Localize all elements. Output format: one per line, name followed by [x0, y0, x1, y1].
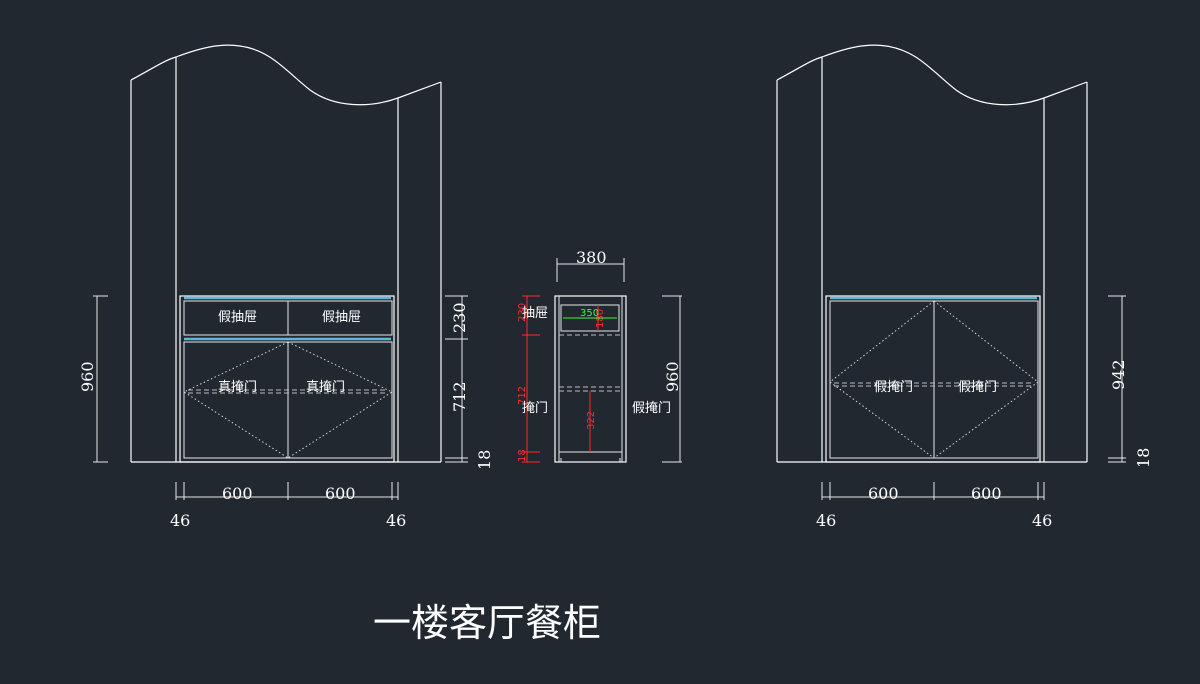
side-right-label: 假掩门: [632, 401, 671, 416]
right-height-dim: 942: [1109, 359, 1128, 390]
left-door-label-1: 真掩门: [218, 380, 257, 395]
right-width-dim-1: 600: [868, 484, 899, 503]
side-height-dim: 960: [663, 361, 682, 392]
drawing-title: 一楼客厅餐柜: [373, 601, 601, 645]
side-height-dim-line: [662, 295, 682, 463]
right-side-dim-left: 46: [816, 511, 836, 530]
left-side-dim-left: 46: [170, 511, 190, 530]
side-red-dim-4: 18: [517, 449, 528, 462]
right-cabinet-box: [825, 295, 1041, 463]
right-elevation-wave-top: [776, 44, 1088, 106]
left-door-1-swing: [182, 341, 289, 459]
left-door-label-2: 真掩门: [306, 380, 345, 395]
left-drawer-2: [287, 300, 393, 336]
side-cabinet-outline: [554, 295, 627, 463]
left-width-dim-1: 600: [222, 484, 253, 503]
right-door-label-2: 假掩门: [958, 380, 997, 395]
left-drawer-label-1: 假抽屉: [218, 310, 257, 325]
side-drawer: [560, 304, 620, 332]
right-height-dim-line: [1108, 295, 1126, 463]
left-elevation-wave-top: [130, 44, 442, 106]
left-drawer-label-2: 假抽屉: [322, 310, 361, 325]
left-base-height-dim: 18: [475, 450, 494, 470]
right-door-label-1: 假掩门: [874, 380, 913, 395]
right-side-dim-right: 46: [1032, 511, 1052, 530]
side-inner-width-dim: 350: [580, 308, 599, 319]
left-right-dim-lines: [445, 295, 468, 463]
left-width-dim-2: 600: [325, 484, 356, 503]
left-width-dim-lines: [175, 482, 399, 500]
right-elevation-panels: [776, 57, 1088, 462]
left-cabinet-box: [179, 295, 395, 463]
right-width-dim-lines: [821, 482, 1045, 500]
side-top-width-dim: 380: [576, 248, 607, 267]
left-door-2: [287, 341, 393, 459]
side-shelf-lines: [559, 334, 622, 392]
side-red-dim-2: 712: [517, 386, 528, 405]
right-door-2: [933, 300, 1039, 459]
side-red-dim-1: 230: [517, 303, 528, 322]
right-base-height-dim: 18: [1134, 448, 1153, 468]
left-height-dim-text: 960: [78, 361, 97, 392]
side-section: 380 230 712 18 322 180 350 抽屉 掩门 假掩门 960: [517, 248, 682, 463]
side-door-label: 掩门: [522, 401, 548, 416]
side-drawer-label: 抽屉: [522, 306, 548, 321]
right-elevation: 假掩门 假掩门 942 18 600 600 46 46: [776, 44, 1153, 530]
left-door-height-dim: 712: [450, 381, 469, 412]
right-width-dim-2: 600: [971, 484, 1002, 503]
left-door-1: [183, 341, 289, 459]
side-cabinet-inner-walls: [558, 296, 623, 462]
side-base-line: [559, 451, 622, 462]
left-door-2-swing: [287, 341, 394, 459]
left-height-dim-line: [93, 295, 108, 463]
side-top-dim-line: [556, 258, 625, 282]
left-door-shelf-line: [188, 389, 388, 394]
left-elevation: 假抽屉 假抽屉 真掩门 真掩门 960 230 712 18 600 600 4…: [78, 44, 494, 530]
left-drawer-height-dim: 230: [450, 302, 469, 333]
right-door-shelf-line: [834, 382, 1034, 387]
left-elevation-panels: [130, 57, 442, 462]
side-red-dim-3: 322: [586, 411, 597, 430]
side-red-dim-lines: [522, 295, 540, 463]
left-side-dim-right: 46: [386, 511, 406, 530]
